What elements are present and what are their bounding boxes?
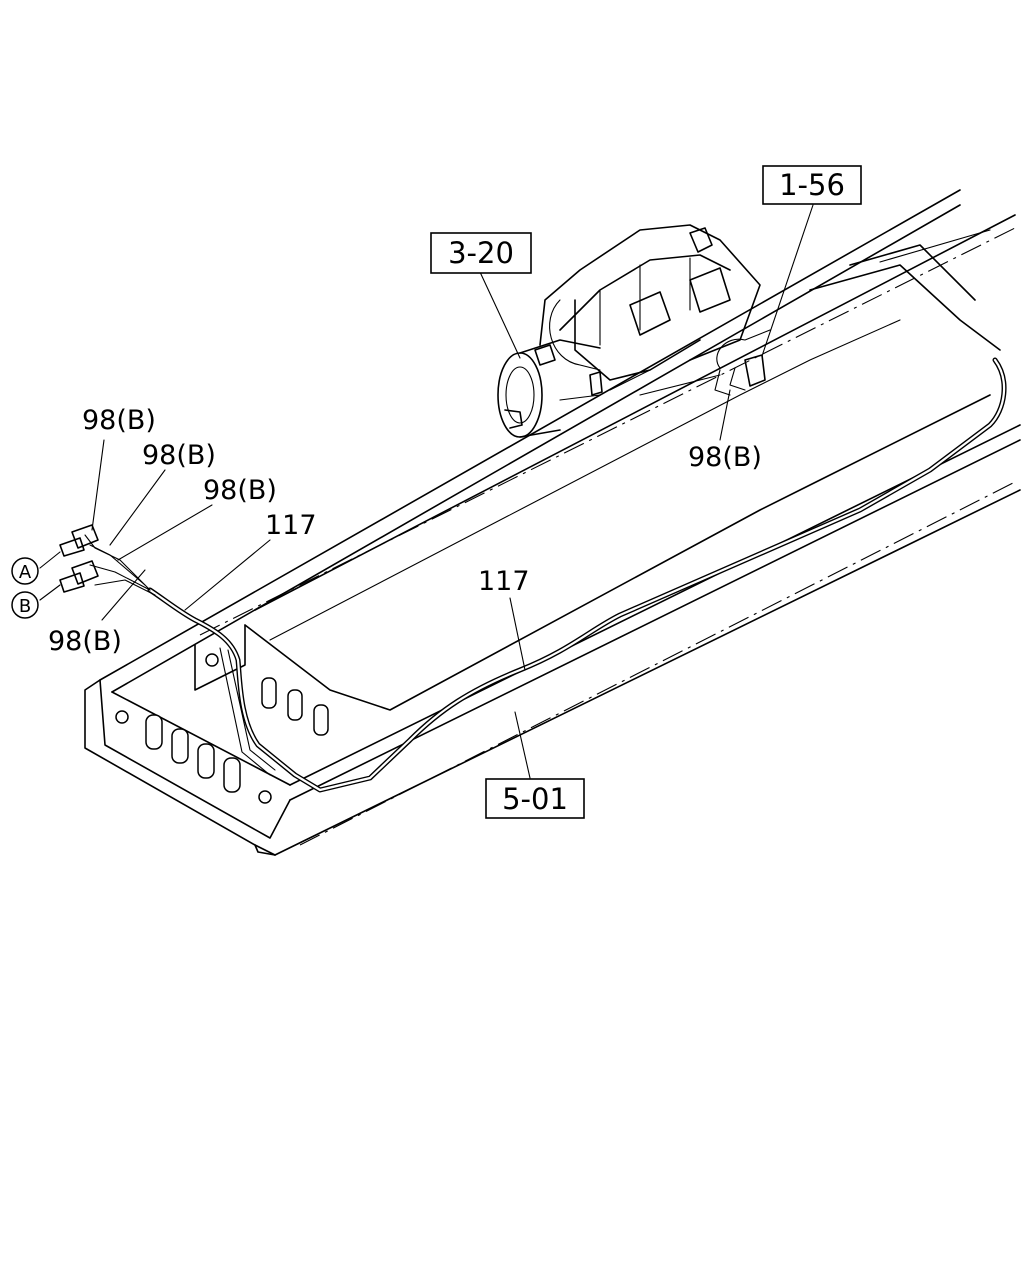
- connector-a-label: A: [19, 562, 32, 583]
- callout-ref-5-01: 5-01: [485, 778, 585, 819]
- callout-1-56-label: 1-56: [779, 168, 845, 202]
- part-label-98b-3: 98(B): [203, 475, 277, 506]
- part-label-117-upper: 117: [265, 510, 317, 541]
- callout-ref-1-56: 1-56: [762, 165, 862, 205]
- connector-marker-a: A: [11, 557, 39, 585]
- callout-5-01-label: 5-01: [502, 782, 568, 816]
- part-label-98b-4: 98(B): [48, 626, 122, 657]
- leader-lines: [91, 204, 814, 779]
- callout-3-20-label: 3-20: [448, 236, 514, 270]
- air-dryer-assembly: [497, 224, 771, 438]
- part-label-98b-2: 98(B): [142, 440, 216, 471]
- chassis-frame: [84, 189, 1021, 856]
- callout-ref-3-20: 3-20: [430, 232, 532, 274]
- part-label-117-lower: 117: [478, 566, 530, 597]
- part-label-98b-1: 98(B): [82, 405, 156, 436]
- connector-marker-b: B: [11, 591, 39, 619]
- connector-b-label: B: [19, 596, 31, 617]
- pipe-117-route: [39, 357, 1007, 793]
- part-label-98b-right: 98(B): [688, 442, 762, 473]
